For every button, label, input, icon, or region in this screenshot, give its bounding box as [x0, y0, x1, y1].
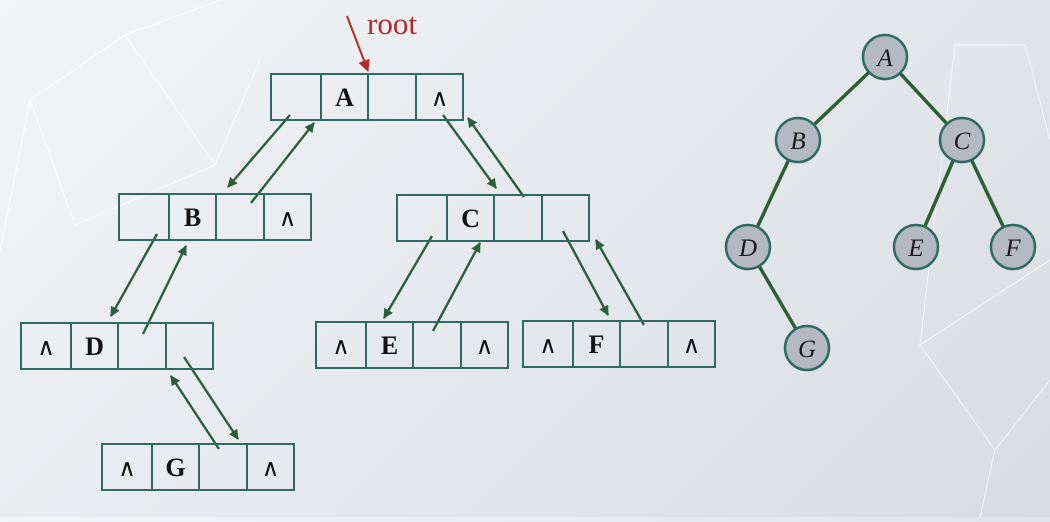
parent-pointer-cell: [117, 322, 167, 370]
tree-node-label: A: [875, 45, 893, 72]
tree-nodes: A B C D E F G: [724, 33, 1037, 372]
pointer-arrow: [561, 230, 610, 316]
tree-node-circle: [938, 116, 986, 164]
root-arrow: [346, 15, 370, 72]
node-label: E: [381, 331, 398, 360]
pointer-arrow: [594, 239, 646, 326]
list-node-b: B∧: [118, 193, 312, 241]
root-pointer: root: [346, 6, 417, 72]
list-node-e: ∧ E ∧: [315, 321, 509, 369]
right-pointer-cell: [415, 73, 464, 121]
right-pointer-cell: [460, 321, 509, 369]
linked-list-pointers: [109, 114, 646, 450]
tree-node-circle: [783, 324, 831, 372]
parent-pointer-cell: [367, 73, 417, 121]
pointer-arrow: [227, 114, 291, 188]
tree-node-circle: [989, 223, 1037, 271]
pointer-arrow: [250, 122, 315, 204]
tree-node-circle: [774, 116, 822, 164]
pointer-arrow: [182, 356, 240, 440]
left-pointer-cell: [396, 194, 448, 242]
tree-node-a: A: [861, 33, 909, 81]
null-symbol: ∧: [683, 333, 701, 359]
null-symbol: ∧: [262, 456, 280, 482]
null-symbol: ∧: [476, 334, 494, 360]
node-label: A: [335, 83, 354, 112]
pointer-arrow: [141, 245, 188, 335]
list-node-a: A∧: [270, 73, 464, 121]
null-symbol: ∧: [431, 86, 449, 112]
list-node-d: ∧D: [20, 322, 214, 370]
parent-pointer-cell: [198, 443, 248, 491]
list-node-f: ∧ F ∧: [522, 320, 716, 368]
node-label: B: [184, 203, 201, 232]
tree-node-label: G: [798, 336, 816, 363]
root-label: root: [367, 6, 417, 41]
pointer-arrow: [467, 117, 525, 198]
tree-node-c: C: [938, 116, 986, 164]
right-pointer-cell: [263, 193, 312, 241]
tree-node-label: D: [738, 235, 757, 262]
tree-node-f: F: [989, 223, 1037, 271]
tree-node-d: D: [724, 223, 772, 271]
pointer-arrow: [109, 233, 159, 317]
node-label: D: [85, 332, 104, 361]
right-pointer-cell: [667, 320, 716, 368]
node-label: F: [589, 330, 605, 359]
parent-pointer-cell: [493, 194, 543, 242]
tree-node-g: G: [783, 324, 831, 372]
pointer-arrow: [169, 375, 221, 450]
list-node-g: ∧ G ∧: [101, 443, 295, 491]
left-pointer-cell: [270, 73, 322, 121]
tree-node-label: E: [907, 235, 923, 262]
parent-pointer-cell: [412, 321, 462, 369]
tree-node-label: F: [1004, 235, 1021, 262]
null-symbol: ∧: [279, 206, 297, 232]
tree-node-circle: [861, 33, 909, 81]
null-symbol: ∧: [37, 335, 55, 361]
null-symbol: ∧: [118, 456, 136, 482]
tree-node-label: B: [790, 128, 805, 155]
parent-pointer-cell: [215, 193, 265, 241]
tree-node-b: B: [774, 116, 822, 164]
pointer-arrow: [431, 242, 482, 332]
list-node-c: C: [396, 194, 590, 242]
null-symbol: ∧: [539, 333, 557, 359]
tree-node-e: E: [892, 223, 940, 271]
right-pointer-cell: [541, 194, 590, 242]
right-pointer-cell: [246, 443, 295, 491]
tree-node-circle: [724, 223, 772, 271]
pointer-arrow: [442, 114, 497, 189]
parent-pointer-cell: [619, 320, 669, 368]
node-label: G: [165, 453, 185, 482]
tree-edges: [746, 55, 1015, 349]
tree-node-circle: [892, 223, 940, 271]
tree-node-label: C: [954, 128, 971, 155]
pointer-arrow: [382, 235, 434, 319]
left-pointer-cell: [118, 193, 170, 241]
linked-list-nodes: A∧B∧C∧D∧E∧∧F∧∧G∧: [20, 73, 716, 491]
right-pointer-cell: [165, 322, 214, 370]
node-label: C: [461, 204, 480, 233]
null-symbol: ∧: [332, 334, 350, 360]
